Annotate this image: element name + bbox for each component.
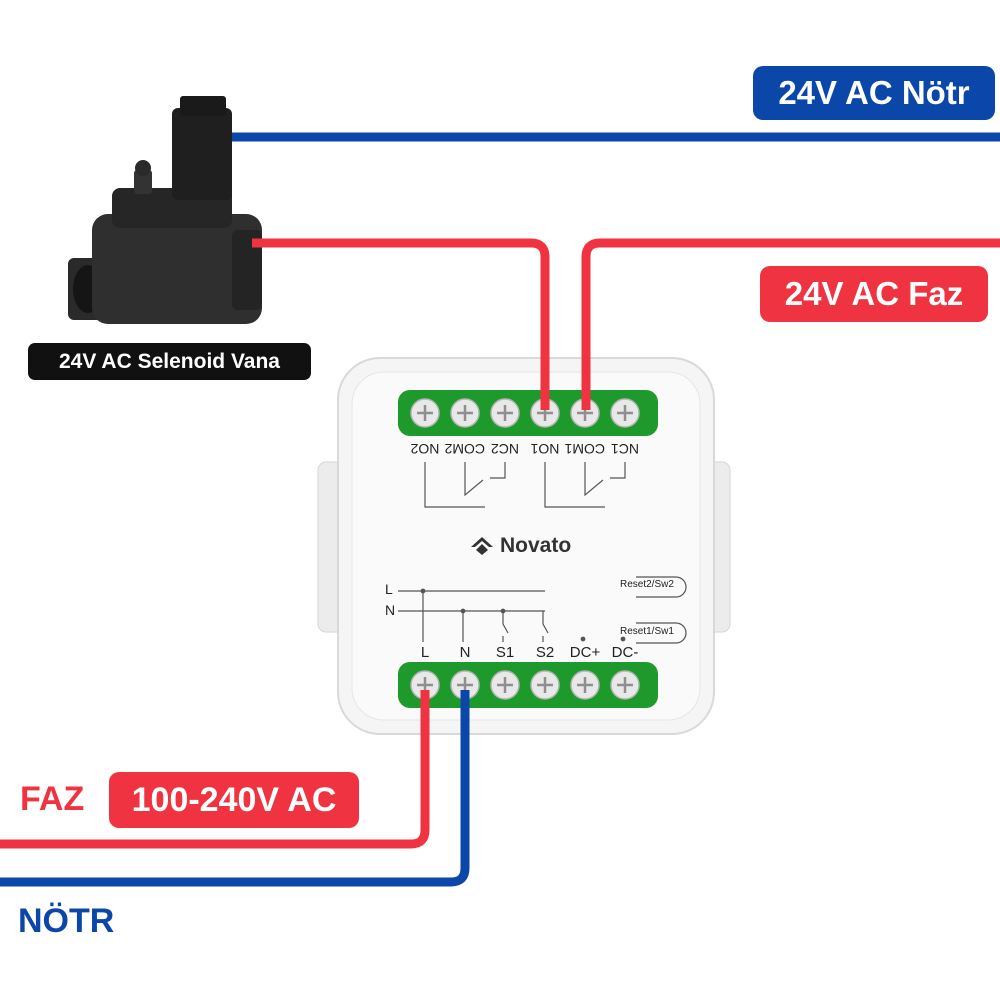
wire-24v-phase bbox=[581, 238, 1000, 410]
mains-voltage-badge: 100-240V AC bbox=[109, 772, 359, 828]
terminal-label-s2: S2 bbox=[535, 644, 555, 661]
terminal-label-nc1: NC1 bbox=[611, 441, 640, 457]
brand-logo: Novato bbox=[470, 534, 571, 558]
terminal-label-com1: COM1 bbox=[564, 441, 605, 457]
neutral-24v-badge: 24V AC Nötr bbox=[753, 66, 995, 120]
wires bbox=[0, 132, 1000, 887]
brand-name: Novato bbox=[500, 534, 572, 557]
wire-mains-neutral bbox=[0, 690, 470, 887]
phase-24v-badge: 24V AC Faz bbox=[760, 266, 988, 322]
solenoid-valve bbox=[68, 96, 262, 324]
top-terminal-block bbox=[398, 390, 658, 436]
terminal-label-l: L bbox=[420, 644, 430, 661]
relay-schematic bbox=[398, 462, 687, 644]
rail-label-n: N bbox=[385, 602, 396, 618]
valve-badge: 24V AC Selenoid Vana bbox=[28, 343, 311, 380]
notr-label: NÖTR bbox=[18, 902, 115, 940]
terminal-label-s1: S1 bbox=[495, 644, 515, 661]
terminal-label-nc2: NC2 bbox=[491, 441, 520, 457]
house-icon bbox=[471, 537, 493, 555]
bottom-terminal-block bbox=[398, 662, 658, 708]
reset1-button-label: Reset1/Sw1 bbox=[620, 626, 674, 637]
wire-valve-phase bbox=[252, 238, 550, 410]
terminal-label-dc-plus: DC+ bbox=[569, 644, 601, 661]
terminal-label-n: N bbox=[459, 644, 471, 661]
terminal-label-com2: COM2 bbox=[444, 441, 485, 457]
reset2-button-label: Reset2/Sw2 bbox=[620, 579, 674, 590]
relay-module bbox=[317, 357, 731, 735]
wire-mains-phase bbox=[0, 690, 430, 849]
terminal-label-dc-minus: DC- bbox=[611, 644, 639, 661]
terminal-label-no1: NO1 bbox=[530, 441, 560, 457]
faz-label: FAZ bbox=[20, 780, 85, 818]
rail-label-l: L bbox=[385, 581, 393, 597]
terminal-label-no2: NO2 bbox=[410, 441, 440, 457]
